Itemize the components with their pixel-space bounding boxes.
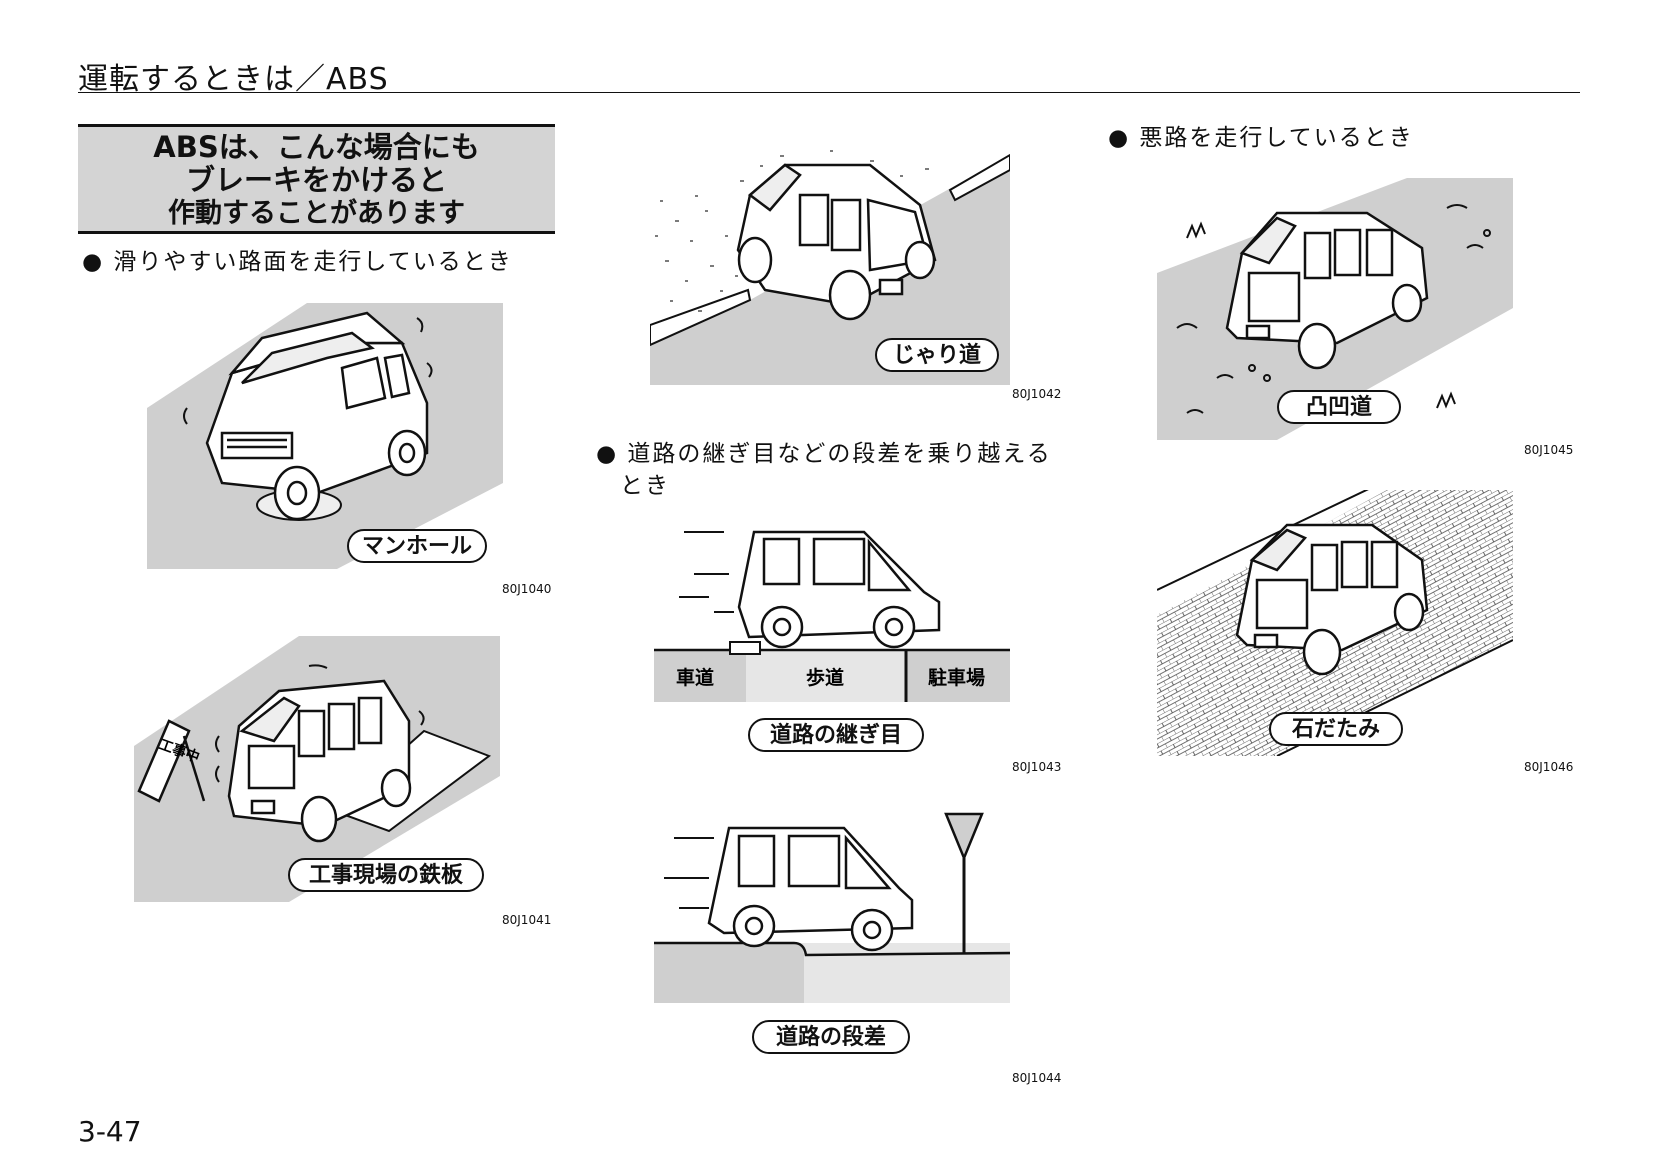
label-cobblestone: 石だたみ <box>1269 712 1403 746</box>
figure-code-80J1040: 80J1040 <box>502 582 552 596</box>
header-divider <box>78 92 1580 93</box>
gravel-road-illustration <box>649 150 1011 385</box>
label-manhole: マンホール <box>347 529 487 563</box>
bullet-rough-road: ● 悪路を走行しているとき <box>1108 125 1414 151</box>
bullet-road-seam-line2: とき <box>620 473 670 499</box>
label-construction-plate: 工事現場の鉄板 <box>288 858 484 892</box>
bumpy-road-illustration <box>1157 178 1513 440</box>
zone-roadway: 車道 <box>676 666 714 689</box>
page-number: 3-47 <box>78 1115 142 1148</box>
construction-plate-illustration: 工事中 <box>134 636 500 902</box>
figure-manhole: マンホール <box>147 303 503 569</box>
zone-parking: 駐車場 <box>928 666 985 689</box>
figure-road-seam: 車道 歩道 駐車場 道路の継ぎ目 <box>654 522 1010 754</box>
figure-gravel-road: じゃり道 <box>649 140 1011 385</box>
bump-marks <box>1176 204 1491 414</box>
bullet-road-seam-line1: ● 道路の継ぎ目などの段差を乗り越える <box>596 441 1052 467</box>
page-title: 運転するときは／ABS <box>78 62 389 97</box>
road-step-illustration <box>654 812 1011 1003</box>
label-bumpy-road: 凸凹道 <box>1277 390 1401 424</box>
figure-construction-plate: 工事中 工事現場の鉄板 <box>134 636 500 902</box>
figure-code-80J1045: 80J1045 <box>1524 443 1574 457</box>
callout-line-1: ABSは、こんな場合にも <box>153 130 480 164</box>
figure-code-80J1041: 80J1041 <box>502 913 552 927</box>
callout-line-3: 作動することがあります <box>168 198 465 229</box>
cobblestone-illustration <box>1156 484 1514 757</box>
figure-cobblestone: 石だたみ <box>1156 484 1514 757</box>
figure-code-80J1046: 80J1046 <box>1524 760 1574 774</box>
figure-code-80J1043: 80J1043 <box>1012 760 1062 774</box>
gravel-texture <box>655 150 929 312</box>
zone-sidewalk: 歩道 <box>806 666 844 689</box>
abs-callout-box: ABSは、こんな場合にも ブレーキをかけると 作動することがあります <box>78 124 555 234</box>
label-gravel-road: じゃり道 <box>875 338 999 372</box>
manhole-illustration <box>147 303 503 569</box>
figure-code-80J1044: 80J1044 <box>1012 1071 1062 1085</box>
callout-line-2: ブレーキをかけると <box>185 163 447 197</box>
figure-bumpy-road: 凸凹道 <box>1157 178 1513 440</box>
road-seam-illustration: 車道 歩道 駐車場 <box>654 530 1010 702</box>
label-road-step: 道路の段差 <box>752 1020 910 1054</box>
label-road-seam: 道路の継ぎ目 <box>748 718 924 752</box>
figure-code-80J1042: 80J1042 <box>1012 387 1062 401</box>
figure-road-step: 道路の段差 <box>654 808 1011 1058</box>
bullet-slippery-surface: ● 滑りやすい路面を走行しているとき <box>82 249 513 275</box>
